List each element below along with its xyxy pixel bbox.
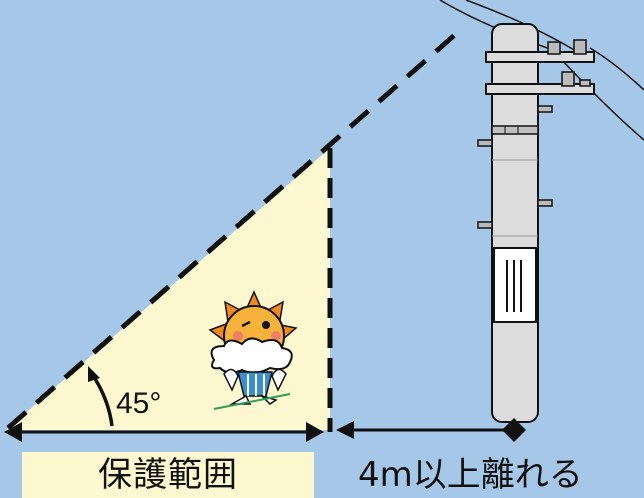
protection-range-label: 保護範囲 (98, 455, 238, 495)
angle-label: 45° (116, 387, 162, 420)
protection-range-arrow-icon (4, 422, 324, 442)
angle-line-45-degree (6, 30, 460, 430)
distance-arrow-icon (336, 418, 526, 442)
angle-indicator-arrow-icon (88, 366, 114, 427)
distance-label: 4m以上離れる (358, 455, 583, 495)
mascot-character-icon (208, 290, 298, 410)
protection-range-label-box: 保護範囲 (22, 452, 314, 498)
utility-pole-icon (439, 0, 644, 423)
